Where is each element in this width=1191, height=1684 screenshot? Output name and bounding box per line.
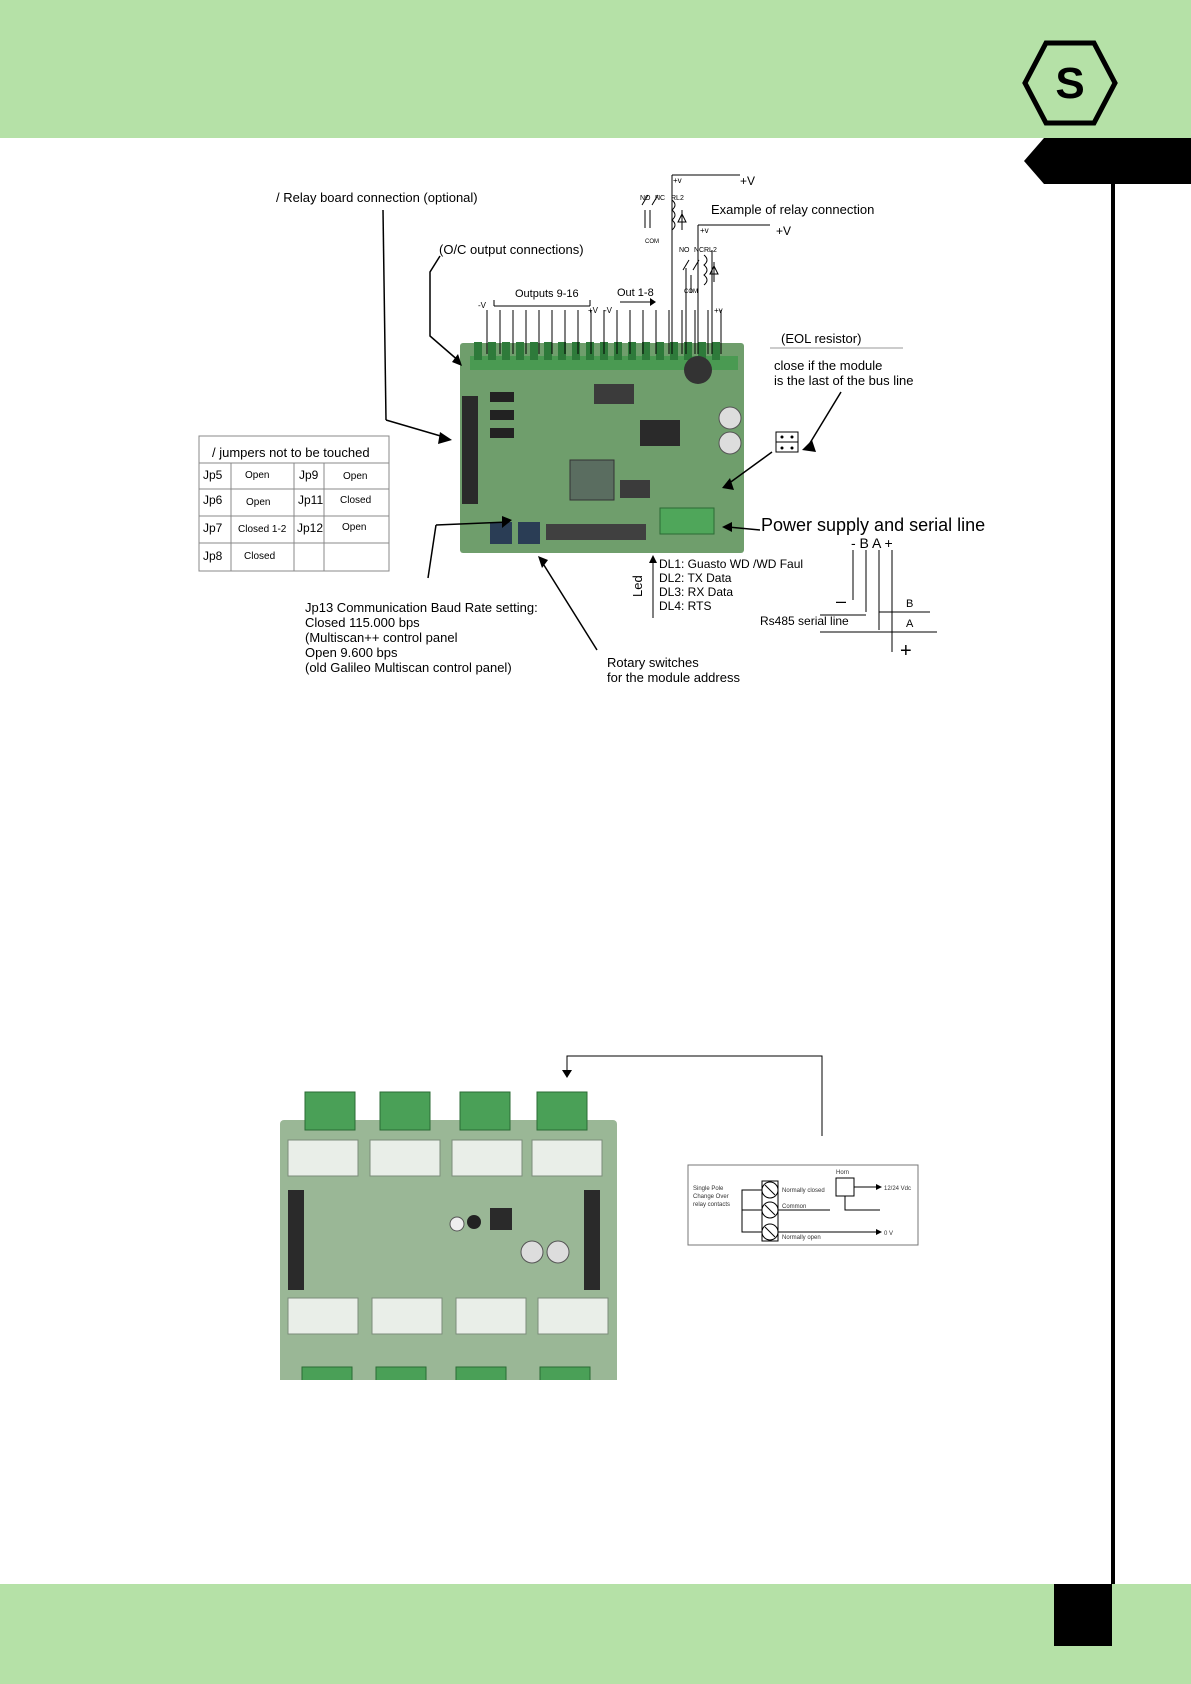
plus-label: + [900, 640, 912, 662]
jumper-cell: Closed [340, 495, 371, 506]
rs485-label: Rs485 serial line [760, 614, 849, 628]
page-number-box [1054, 1584, 1112, 1646]
relay2-nc: NC [694, 247, 704, 254]
jumper-cell: Closed [244, 551, 275, 562]
jumper-cell: Open [246, 497, 270, 508]
dl1-label: DL1: Guasto WD /WD Faul [659, 557, 803, 571]
normally-open-label: Normally open [782, 1235, 821, 1241]
a-label: A [906, 618, 914, 630]
relay-symbols [641, 194, 719, 293]
jumper-cell: Jp12 [297, 521, 323, 535]
jumper-table [198, 435, 390, 572]
section-tab [1024, 138, 1191, 184]
spdt-line3: relay contacts [693, 1202, 730, 1208]
b-label: B [906, 598, 913, 610]
relay1-rl2: RL2 [671, 195, 684, 202]
minus-v-label: -V [478, 301, 487, 310]
plus-v-top: +V [740, 174, 755, 188]
dl4-label: DL4: RTS [659, 599, 711, 613]
wiring-diagram: / Relay board connection (optional) (O/C… [198, 174, 985, 685]
jumper-cell: Closed 1-2 [238, 524, 287, 535]
relay2-rl2: RL2 [704, 247, 717, 254]
horn-label: Horn [836, 1170, 849, 1176]
close-module-line2: is the last of the bus line [774, 373, 913, 388]
eol-jumper-icon [775, 431, 799, 453]
jumper-cell: Jp11 [298, 493, 323, 507]
plus-v-relay1: +v [673, 176, 682, 185]
relay-schematic: Single Pole Change Over relay contacts N… [687, 1164, 919, 1246]
power-supply-label: Power supply and serial line [761, 515, 985, 535]
eol-label: (EOL resistor) [781, 331, 861, 346]
jumper-cell: Open [245, 470, 269, 481]
jumper-cell: Jp7 [203, 521, 223, 535]
main-pcb-photo [460, 342, 744, 553]
jp13-line2: Closed 115.000 bps [305, 615, 420, 630]
logo-hexagon-icon: S [1022, 40, 1118, 126]
jumper-table-title: / jumpers not to be touched [212, 445, 370, 460]
minus-v-label-2: -V [604, 306, 613, 315]
plus-v-label-1: +V [588, 306, 599, 315]
rotary-line1: Rotary switches [607, 655, 699, 670]
jp13-line3: (Multiscan++ control panel [305, 630, 458, 645]
relay-board-section: Single Pole Change Over relay contacts N… [280, 1055, 919, 1380]
jumper-cell: Jp8 [203, 549, 223, 563]
dl3-label: DL3: RX Data [659, 585, 733, 599]
normally-closed-label: Normally closed [782, 1188, 825, 1194]
plus-v-second: +V [776, 224, 791, 238]
plus-v-label-2: +v [714, 306, 723, 315]
right-margin-rule [1111, 184, 1115, 1584]
spdt-line1: Single Pole [693, 1186, 724, 1192]
oc-outputs-label: (O/C output connections) [439, 242, 584, 257]
vdc-label: 12/24 Vdc [884, 1186, 911, 1192]
jumper-cell: Open [342, 522, 366, 533]
relay1-no: NO [640, 195, 651, 202]
zero-v-label: 0 V [884, 1231, 893, 1237]
logo-letter: S [1055, 59, 1084, 108]
jumper-cell: Jp5 [203, 468, 223, 482]
jp13-line1: Jp13 Communication Baud Rate setting: [305, 600, 538, 615]
jumper-cell: Jp6 [203, 493, 223, 507]
led-label: Led [630, 575, 645, 597]
relay-board-label: / Relay board connection (optional) [276, 190, 478, 205]
minus-label: – [836, 591, 846, 611]
spdt-line2: Change Over [693, 1194, 729, 1200]
jumper-cell: Open [343, 471, 367, 482]
footer-band [0, 1584, 1191, 1684]
outputs-9-16-label: Outputs 9-16 [515, 288, 579, 300]
relay2-no: NO [679, 247, 690, 254]
example-relay-label: Example of relay connection [711, 202, 874, 217]
jp13-line4: Open 9.600 bps [305, 645, 398, 660]
relay-board-photo [280, 1091, 617, 1380]
close-module-line1: close if the module [774, 358, 882, 373]
rotary-line2: for the module address [607, 670, 740, 685]
header-band [0, 0, 1191, 138]
connector-arrow [566, 1055, 823, 1136]
terminal-labels: - B A + [851, 535, 893, 551]
dl2-label: DL2: TX Data [659, 571, 732, 585]
serial-wiring [652, 550, 937, 652]
jumper-cell: Jp9 [299, 468, 319, 482]
jp13-line5: (old Galileo Multiscan control panel) [305, 660, 512, 675]
relay1-com: COM [645, 239, 659, 245]
plus-v-relay2: +v [700, 226, 709, 235]
relay2-com: COM [684, 289, 698, 295]
out-1-8-label: Out 1-8 [617, 287, 654, 299]
common-label: Common [782, 1204, 806, 1210]
relay1-nc: NC [655, 195, 665, 202]
annotation-arrows [382, 209, 842, 651]
